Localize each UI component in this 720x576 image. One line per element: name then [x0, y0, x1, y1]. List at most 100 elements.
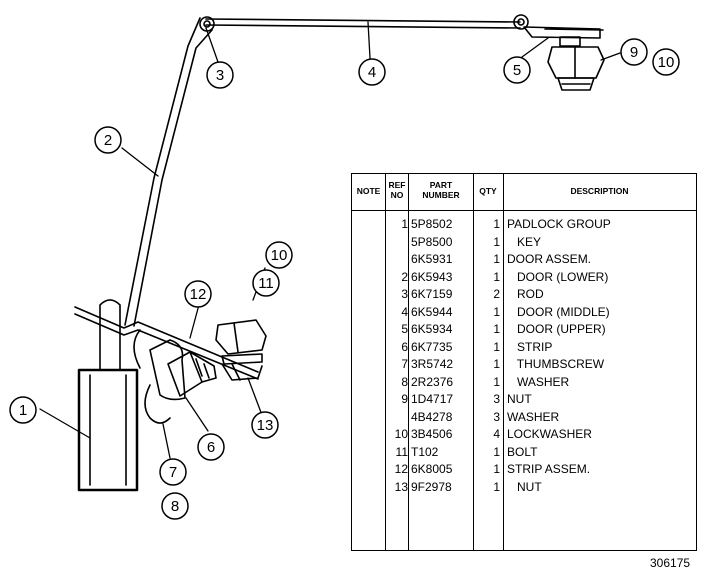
qty-cell: 1 [493, 357, 500, 371]
callout-7: 7 [159, 458, 187, 486]
ref-no-cell: 7 [401, 357, 408, 371]
ref-no-cell: 8 [401, 374, 408, 389]
part-number-cell: 6K5934 [411, 322, 453, 336]
strip-part [144, 339, 186, 424]
header-qty: QTY [479, 186, 497, 196]
upper-door-part [523, 26, 605, 91]
qty-cell: 1 [493, 479, 500, 494]
svg-text:4: 4 [368, 64, 376, 81]
part-number-cell: 2R2376 [411, 374, 454, 389]
header-divider [352, 210, 696, 211]
part-number-cell: 3R5742 [411, 357, 454, 371]
header-part-number: PART NUMBER [422, 180, 460, 200]
svg-text:12: 12 [190, 286, 207, 303]
description-cell: DOOR (LOWER) [507, 269, 609, 284]
column-divider [408, 174, 409, 550]
header-note: NOTE [356, 186, 381, 196]
lower-door-part [124, 17, 213, 327]
qty-cell: 3 [493, 409, 500, 424]
description-cell: NUT [507, 392, 532, 406]
ref-no-cell: 2 [401, 269, 408, 284]
callout-4: 4 [358, 58, 386, 86]
description-cell: WASHER [507, 409, 560, 424]
ref-no-cell: 11 [395, 444, 408, 459]
padlock-part [77, 299, 139, 492]
ref-no-cell: 3 [401, 287, 408, 301]
description-cell: NUT [507, 479, 542, 494]
callout-10-top: 10 [652, 48, 680, 76]
strip-assembly-part [74, 306, 259, 380]
description-cell: BOLT [507, 444, 538, 459]
svg-text:6: 6 [207, 439, 215, 456]
callout-2: 2 [94, 126, 122, 154]
svg-text:7: 7 [169, 464, 177, 481]
bolt-assembly-part [215, 319, 267, 381]
svg-text:5: 5 [513, 62, 521, 79]
ref-no-cell: 1 [401, 217, 408, 231]
qty-cell: 1 [493, 444, 500, 459]
part-number-cell: 6K5943 [411, 269, 453, 284]
callout-6: 6 [197, 433, 225, 461]
column-divider [503, 174, 504, 550]
svg-text:1: 1 [19, 402, 27, 419]
svg-text:8: 8 [171, 498, 179, 515]
drawing-number: 306175 [650, 556, 691, 570]
svg-text:3: 3 [216, 67, 224, 84]
description-cell: DOOR (UPPER) [507, 322, 606, 336]
description-cell: PADLOCK GROUP [507, 217, 611, 231]
part-number-cell: 6K7159 [411, 287, 453, 301]
ref-no-cell: 12 [394, 462, 408, 476]
qty-cell: 1 [493, 269, 500, 284]
part-number-cell: 6K5931 [411, 252, 453, 266]
callout-1: 1 [9, 396, 37, 424]
callout-13: 13 [251, 411, 279, 439]
header-description: DESCRIPTION [570, 186, 629, 196]
thumbscrew-part [167, 351, 217, 397]
qty-cell: 1 [493, 322, 500, 336]
svg-text:9: 9 [630, 44, 638, 61]
column-divider [473, 174, 474, 550]
part-number-cell: 9F2978 [411, 479, 452, 494]
ref-no-cell: 10 [394, 427, 408, 441]
callout-8: 8 [161, 492, 189, 520]
part-number-cell: 5P8500 [411, 234, 453, 249]
qty-cell: 4 [493, 427, 500, 441]
part-number-cell: 6K7735 [411, 339, 453, 354]
description-cell: DOOR (MIDDLE) [507, 304, 610, 319]
callout-9: 9 [620, 38, 648, 66]
svg-text:2: 2 [104, 132, 112, 149]
description-cell: WASHER [507, 374, 570, 389]
description-cell: KEY [507, 234, 542, 249]
qty-cell: 1 [493, 374, 500, 389]
parts-list-table: NOTE REF NO PART NUMBER QTY DESCRIPTION … [351, 173, 697, 551]
description-cell: THUMBSCREW [507, 357, 605, 371]
part-number-cell: 6K8005 [411, 462, 453, 476]
description-cell: DOOR ASSEM. [507, 252, 592, 266]
callout-12: 12 [184, 280, 212, 308]
svg-text:13: 13 [257, 417, 274, 434]
svg-text:10: 10 [271, 247, 288, 264]
qty-cell: 1 [493, 217, 500, 231]
qty-cell: 1 [493, 234, 500, 249]
svg-text:10: 10 [658, 54, 675, 71]
callout-5: 5 [503, 56, 531, 84]
qty-cell: 2 [493, 287, 500, 301]
qty-cell: 3 [493, 392, 500, 406]
rod-part [199, 14, 529, 32]
header-ref-no: REF NO [388, 180, 406, 200]
part-number-cell: 5P8502 [411, 217, 453, 231]
